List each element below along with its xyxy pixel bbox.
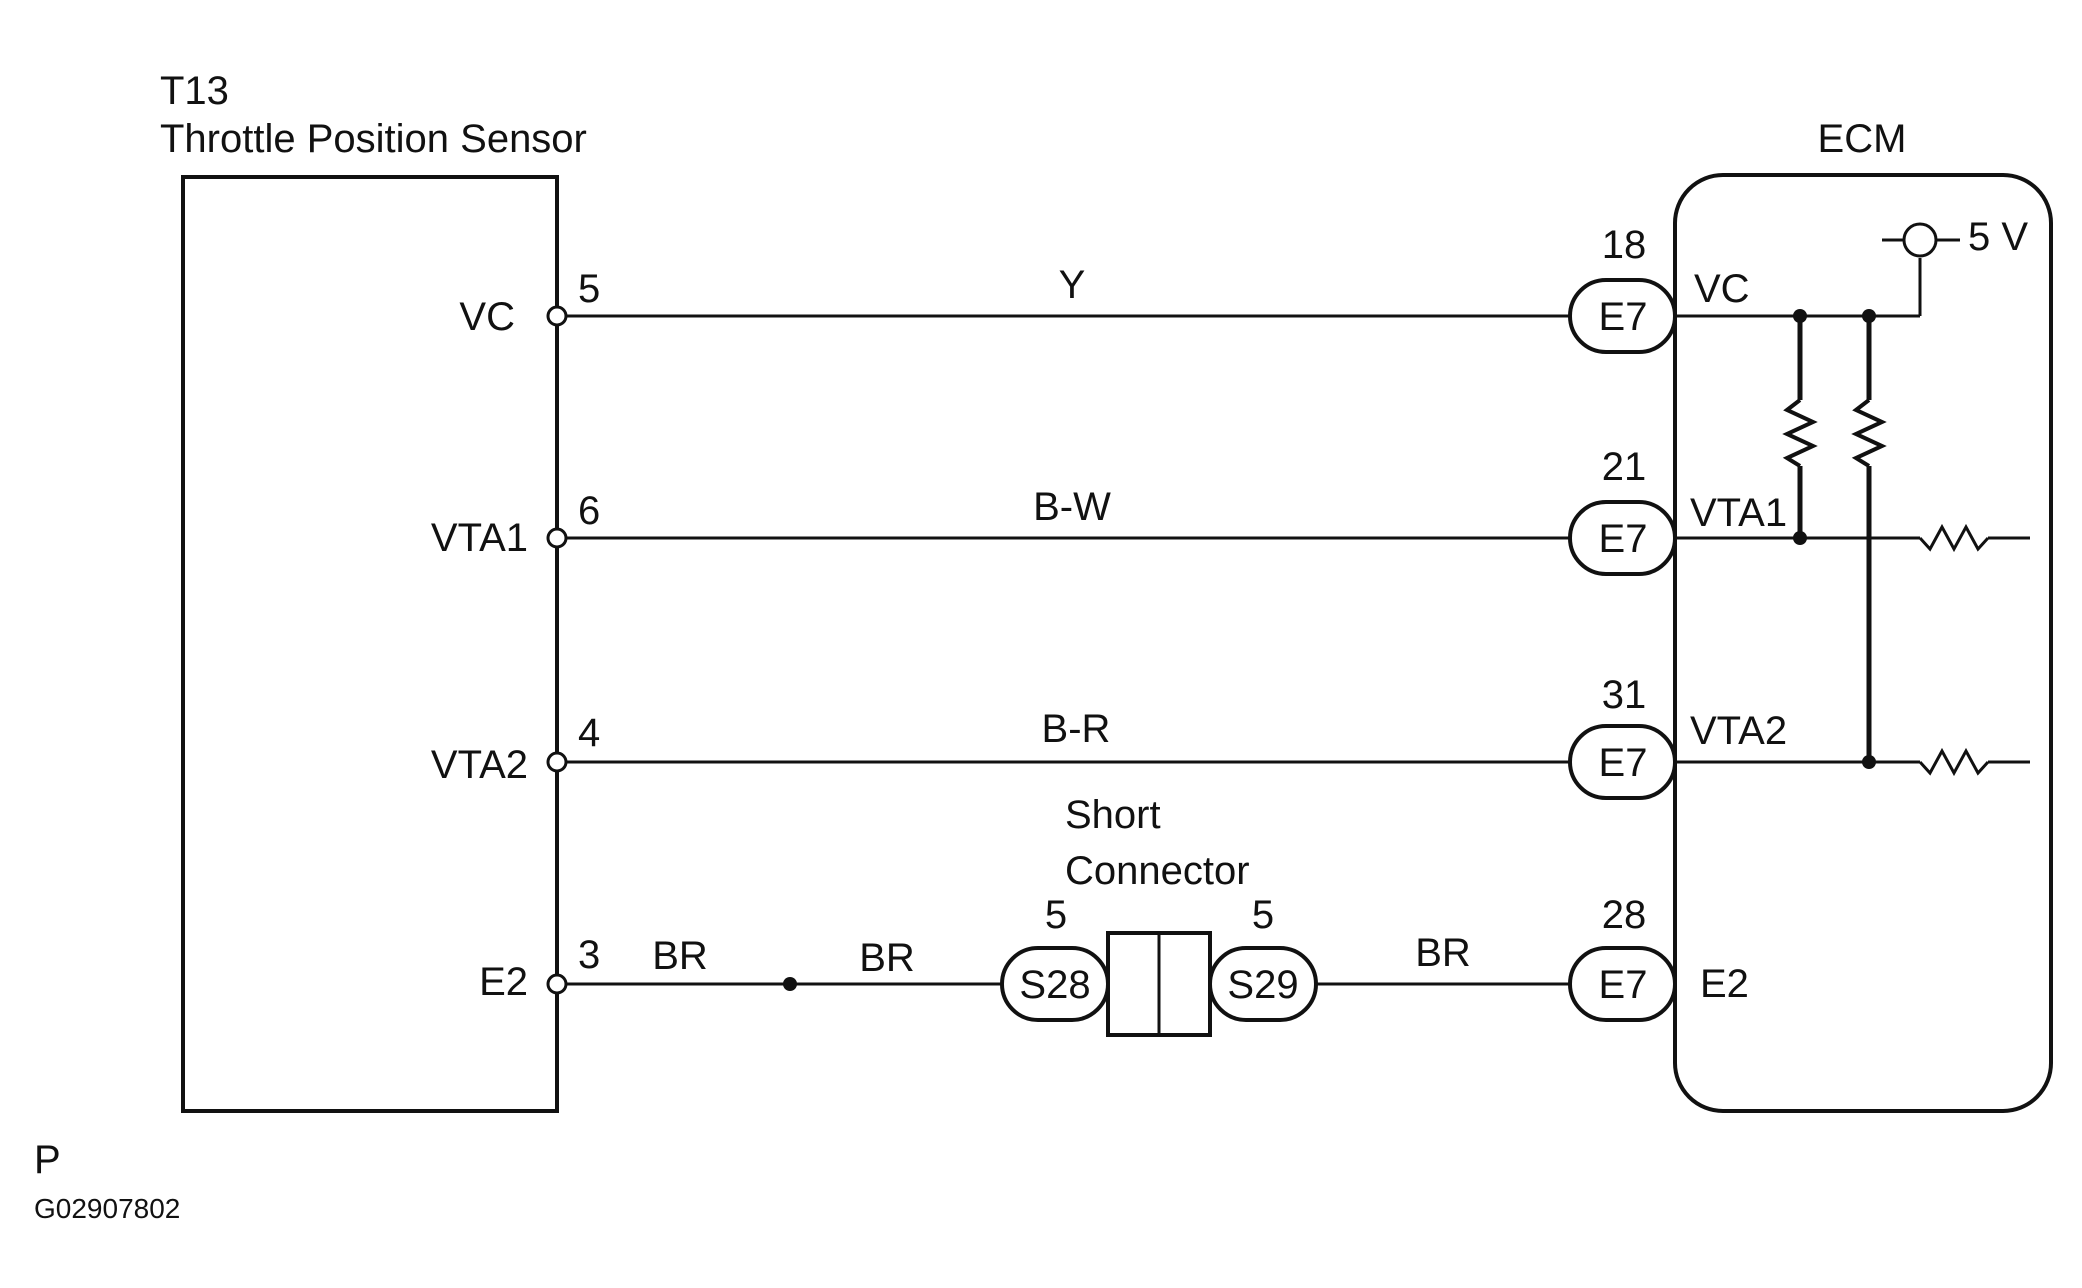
footer-mark: P [34,1138,61,1182]
ecm-connector-id-e2: E7 [1599,963,1648,1007]
ecm-terminal-label-e2: E2 [1700,962,1749,1006]
wire-color-e2-c: BR [1415,931,1471,975]
ecm-connector-id-vta2: E7 [1599,741,1648,785]
junction-dot-e2 [783,977,797,991]
ecm-supply-voltage: 5 V [1968,215,2028,259]
sensor-box [181,175,559,1113]
short-connector-title-line1: Short [1065,793,1161,837]
short-connector-s28-pin: 5 [1045,893,1067,937]
wire-color-e2-a: BR [652,934,708,978]
sensor-pin-number-vc: 5 [578,267,600,311]
ecm-connector-id-vc: E7 [1599,295,1648,339]
resistor-pullup-vta2-icon [1851,398,1887,468]
short-connector-title-line2: Connector [1065,849,1250,893]
junction-dot-vta2 [1862,755,1876,769]
ecm-connector-id-vta1: E7 [1599,517,1648,561]
short-connector-s29-id: S29 [1227,963,1298,1007]
sensor-name: Throttle Position Sensor [160,117,587,161]
sensor-pin-label-vc: VC [459,295,515,339]
resistor-vta1-input-icon [1918,523,1990,553]
sensor-pin-e2-terminal [546,973,568,995]
ecm-supply-source-icon [1902,222,1938,258]
wire-color-vta1: B-W [1033,485,1111,529]
short-connector-s28-id: S28 [1019,963,1090,1007]
ecm-terminal-label-vta1: VTA1 [1690,491,1787,535]
sensor-pin-vc-terminal [546,305,568,327]
sensor-pin-number-e2: 3 [578,933,600,977]
wire-color-vta2: B-R [1042,707,1111,751]
ecm-terminal-label-vc: VC [1694,267,1750,311]
ecm-connector-e2 [1568,946,1677,1022]
sensor-pin-vta1-terminal [546,527,568,549]
wire-color-e2-b: BR [859,936,915,980]
wire-color-vc: Y [1059,263,1086,307]
ecm-terminal-number-vc: 18 [1602,223,1647,267]
sensor-pin-number-vta1: 6 [578,489,600,533]
junction-dot-vc-1 [1793,309,1807,323]
sensor-code: T13 [160,69,229,113]
resistor-vta2-input-icon [1918,747,1990,777]
ecm-terminal-number-vta1: 21 [1602,445,1647,489]
sensor-pin-label-vta1: VTA1 [431,516,528,560]
junction-dot-vc-2 [1862,309,1876,323]
junction-dot-vta1 [1793,531,1807,545]
footer-code: G02907802 [34,1193,180,1224]
sensor-pin-number-vta2: 4 [578,711,600,755]
short-connector-s29-pin: 5 [1252,893,1274,937]
sensor-pin-label-e2: E2 [479,960,528,1004]
sensor-pin-vta2-terminal [546,751,568,773]
ecm-terminal-number-vta2: 31 [1602,673,1647,717]
resistor-pullup-vta1-icon [1782,398,1818,468]
ecm-terminal-number-e2: 28 [1602,893,1647,937]
ecm-title: ECM [1818,117,1907,161]
sensor-pin-label-vta2: VTA2 [431,743,528,787]
ecm-box [1673,173,2053,1113]
ecm-terminal-label-vta2: VTA2 [1690,709,1787,753]
